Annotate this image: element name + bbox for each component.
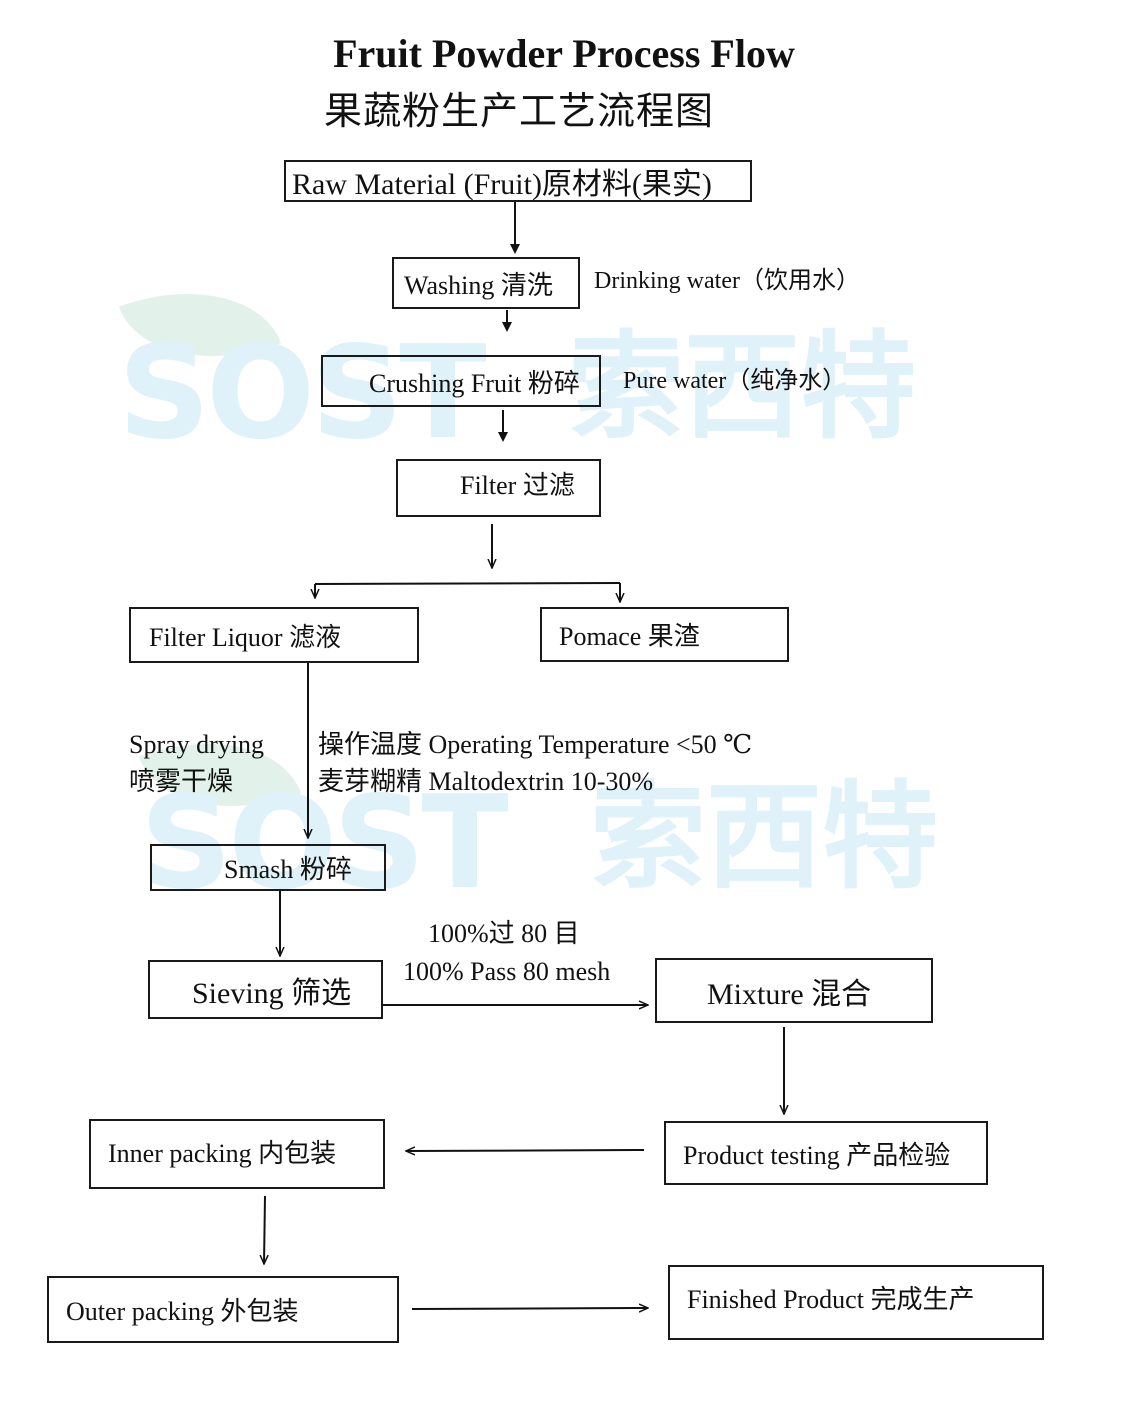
step-label: Outer packing 外包装 — [66, 1297, 299, 1326]
step-label: Finished Product 完成生产 — [687, 1285, 975, 1314]
spray-drying-en: Spray drying — [129, 730, 265, 759]
step-washing: Washing 清洗 — [392, 257, 580, 309]
step-raw-material: Raw Material (Fruit)原材料(果实) — [284, 160, 752, 202]
operating-temperature: 操作温度 Operating Temperature <50 ℃ — [318, 730, 753, 759]
step-label: Inner packing 内包装 — [108, 1139, 337, 1168]
step-filter: Filter 过滤 — [396, 459, 601, 517]
step-label: Raw Material (Fruit)原材料(果实) — [292, 168, 712, 201]
step-smash: Smash 粉碎 — [150, 844, 386, 891]
step-crushing: Crushing Fruit 粉碎 — [321, 355, 601, 407]
mesh-note-zh: 100%过 80 目 — [428, 919, 580, 948]
spray-drying-zh: 喷雾干燥 — [129, 767, 234, 796]
washing-water-note: Drinking water（饮用水） — [594, 268, 860, 294]
step-label: Washing 清洗 — [404, 270, 553, 300]
step-product-testing: Product testing 产品检验 — [664, 1121, 988, 1185]
step-outer-packing: Outer packing 外包装 — [47, 1276, 399, 1343]
watermark-logo-text: SOST — [118, 319, 486, 468]
crushing-water-note: Pure water（纯净水） — [623, 368, 847, 394]
step-label: Sieving 筛选 — [192, 976, 352, 1010]
step-label: Filter Liquor 滤液 — [149, 622, 342, 652]
step-pomace: Pomace 果渣 — [540, 607, 789, 662]
mesh-note-en: 100% Pass 80 mesh — [403, 957, 611, 986]
watermark-logo-text: SOST — [140, 769, 508, 918]
diagram-title-zh: 果蔬粉生产工艺流程图 — [324, 89, 715, 133]
watermark-logo-text-zh: 索西特 — [590, 770, 938, 905]
step-sieving: Sieving 筛选 — [148, 960, 383, 1019]
maltodextrin-ratio: 麦芽糊精 Maltodextrin 10-30% — [318, 767, 654, 796]
step-label: Crushing Fruit 粉碎 — [369, 368, 580, 398]
step-label: Filter 过滤 — [460, 471, 575, 500]
step-label: Mixture 混合 — [707, 977, 872, 1011]
process-conditions: 操作温度 Operating Temperature <50 ℃ 麦芽糊精 Ma… — [318, 726, 752, 800]
step-label: Smash 粉碎 — [224, 855, 352, 884]
step-filter-liquor: Filter Liquor 滤液 — [129, 607, 419, 663]
diagram-title: Fruit Powder Process Flow — [333, 31, 795, 76]
step-inner-packing: Inner packing 内包装 — [89, 1119, 385, 1189]
watermark-logo-text-zh: 索西特 — [568, 320, 916, 455]
step-label: Pomace 果渣 — [559, 622, 700, 651]
step-label: Product testing 产品检验 — [683, 1140, 951, 1170]
step-mixture: Mixture 混合 — [655, 958, 933, 1023]
step-finished-product: Finished Product 完成生产 — [668, 1265, 1044, 1340]
spray-drying-label: Spray drying 喷雾干燥 — [129, 726, 264, 800]
